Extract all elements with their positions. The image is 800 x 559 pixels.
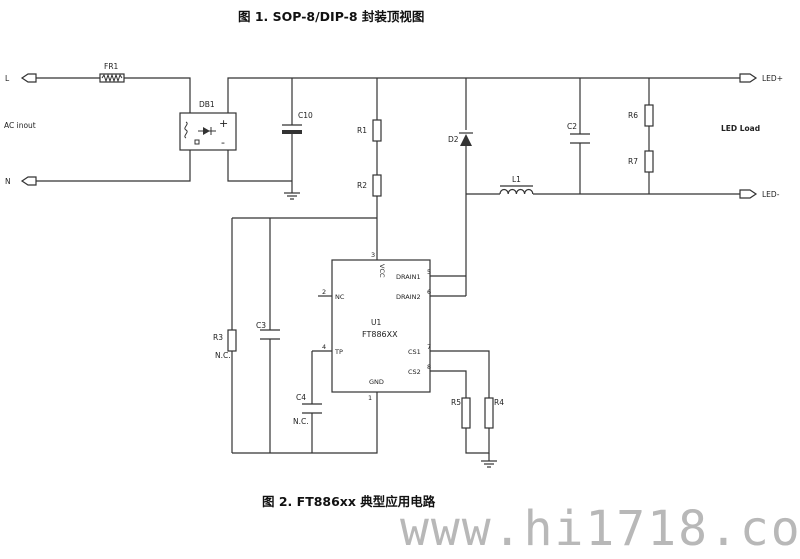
- ground-icon: [481, 460, 497, 468]
- svg-text:N.C.: N.C.: [293, 417, 309, 426]
- label-n: N: [5, 177, 11, 186]
- pin-drain2-name: DRAIN2: [396, 293, 421, 301]
- label-led-minus: LED-: [762, 190, 780, 199]
- fr1-fuse-resistor: FR1: [99, 62, 125, 83]
- r6-resistor: [644, 104, 654, 127]
- figure1-caption: 图 1. SOP-8/DIP-8 封装顶视图: [238, 9, 424, 24]
- wire-n-to-db1: [36, 150, 191, 182]
- pin-drain1-num: 5: [427, 268, 431, 276]
- ac-tilde-icon: [184, 121, 188, 139]
- pin-nc-num: 2: [322, 288, 326, 296]
- c2-capacitor: C2: [567, 122, 590, 144]
- pin-gnd-num: 1: [368, 394, 372, 402]
- r5-resistor: [461, 397, 471, 429]
- c4-capacitor: C4 N.C.: [293, 393, 322, 426]
- r3-resistor: [227, 329, 237, 352]
- label-ac-input: AC inout: [4, 121, 36, 130]
- terminal-l: [20, 73, 37, 83]
- label-u1: U1: [371, 318, 381, 327]
- wire-cs1: [430, 350, 490, 398]
- c10-capacitor: C10: [282, 111, 313, 134]
- label-fr1: FR1: [104, 62, 119, 71]
- figure2-caption: 图 2. FT886xx 典型应用电路: [262, 494, 436, 509]
- ground-icon: [284, 192, 300, 200]
- pin-vcc-num: 3: [371, 251, 375, 259]
- terminal-n: [20, 176, 37, 186]
- svg-text:R4: R4: [494, 398, 504, 407]
- pin-tp-num: 4: [322, 343, 326, 351]
- bridge-square-icon: [194, 139, 200, 145]
- pin-cs1-num: 7: [427, 343, 431, 351]
- pin-nc-name: NC: [335, 293, 345, 301]
- svg-text:R1: R1: [357, 126, 367, 135]
- r1-resistor: [372, 119, 382, 142]
- svg-text:R3: R3: [213, 333, 223, 342]
- label-led-plus: LED+: [762, 74, 783, 83]
- label-db1: DB1: [199, 100, 215, 109]
- svg-text:D2: D2: [448, 135, 459, 144]
- terminal-led-plus: [739, 73, 758, 83]
- svg-text:C3: C3: [256, 321, 266, 330]
- wire-fr1-to-db1: [124, 77, 191, 113]
- label-c10: C10: [298, 111, 313, 120]
- svg-text:R6: R6: [628, 111, 638, 120]
- capacitors: C2 C3 C4 N.C.: [256, 122, 590, 426]
- pin-cs1-name: CS1: [408, 348, 421, 356]
- svg-text:C4: C4: [296, 393, 306, 402]
- svg-text:+: +: [219, 117, 228, 130]
- label-led-load: LED Load: [721, 124, 760, 133]
- ground-symbols: [284, 192, 497, 468]
- svg-text:R5: R5: [451, 398, 461, 407]
- wire-bridge-minus: [227, 150, 292, 182]
- pin-drain1-name: DRAIN1: [396, 273, 421, 281]
- pin-cs2-name: CS2: [408, 368, 421, 376]
- pin-drain2-num: 6: [427, 288, 431, 296]
- watermark-text: www.hi1718.com: [400, 501, 800, 557]
- u1-ic: U1 FT886XX VCC 3 NC 2 TP 4 GND 1 DRAIN1 …: [322, 251, 431, 402]
- svg-text:-: -: [221, 136, 225, 149]
- wires: [36, 77, 740, 461]
- resistors: R1 R2 R6 R7 R3 N.C. R5 R4: [213, 104, 654, 429]
- r7-resistor: [644, 150, 654, 173]
- r2-resistor: [372, 174, 382, 197]
- d2-diode: D2: [448, 132, 473, 146]
- r4-resistor: [484, 397, 494, 429]
- c3-capacitor: C3: [256, 321, 280, 340]
- svg-text:L1: L1: [512, 175, 521, 184]
- pin-gnd-name: GND: [369, 378, 384, 386]
- terminals: L N AC inout LED+ LED- LED Load: [4, 73, 783, 199]
- pin-tp-name: TP: [334, 348, 343, 356]
- label-u1-name: FT886XX: [362, 330, 398, 339]
- svg-text:R2: R2: [357, 181, 367, 190]
- wire-gnd-return: [232, 392, 378, 454]
- svg-text:R7: R7: [628, 157, 638, 166]
- wire-cs2: [430, 370, 467, 398]
- svg-text:C2: C2: [567, 122, 577, 131]
- pin-vcc-name: VCC: [378, 264, 386, 278]
- pin-cs2-num: 8: [427, 363, 431, 371]
- wire-top-rail: [227, 77, 740, 113]
- l1-inductor: L1: [499, 175, 534, 195]
- u1-body: [331, 259, 431, 393]
- wire-r4-r5-bottom: [465, 428, 490, 454]
- db1-bridge-rectifier: DB1 + -: [179, 100, 237, 151]
- label-l: L: [5, 74, 10, 83]
- svg-text:N.C.: N.C.: [215, 351, 231, 360]
- terminal-led-minus: [739, 189, 758, 199]
